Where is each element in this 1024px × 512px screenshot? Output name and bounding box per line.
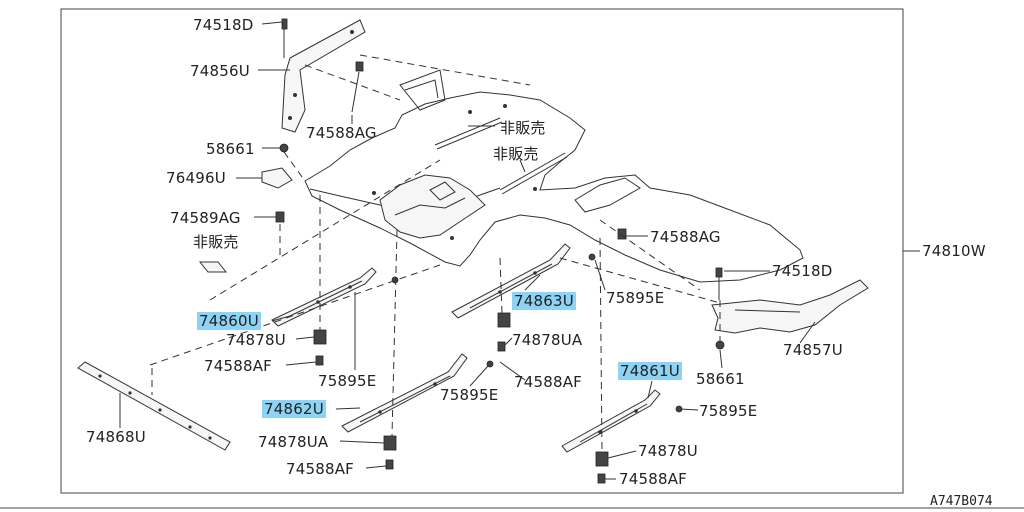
label-74878U-right: 74878U (638, 442, 698, 460)
rail-74861U-drawing (561, 389, 661, 453)
label-74588AF-mid: 74588AF (514, 373, 583, 391)
label-74861U[interactable]: 74861U (618, 362, 682, 380)
label-75895E-right: 75895E (606, 289, 665, 307)
rail-74860U-drawing (271, 267, 377, 327)
label-75895E-mid: 75895E (440, 386, 499, 404)
label-74588AG-right: 74588AG (650, 228, 721, 246)
clip-76496U-drawing (261, 167, 293, 189)
label-74878U-left: 74878U (226, 331, 286, 349)
label-76496U: 76496U (166, 169, 226, 187)
rail-74863U-drawing (451, 243, 571, 319)
patch-drawing (198, 261, 228, 273)
floor-panel-drawing (304, 69, 804, 283)
reference-code: A747B074 (930, 494, 993, 509)
label-74588AG-left: 74588AG (306, 124, 377, 142)
label-58661-left: 58661 (206, 140, 255, 158)
label-not-for-sale-3: 非販売 (193, 233, 239, 251)
panel-74857U-drawing (711, 279, 869, 334)
dashed-guides (149, 54, 721, 453)
strip-74868U-drawing (77, 361, 231, 451)
rail-74862U-drawing (341, 353, 468, 433)
label-74868U: 74868U (86, 428, 146, 446)
leader-lines (119, 21, 920, 480)
cushions-drawing (313, 253, 683, 484)
label-75895E-far: 75895E (699, 402, 758, 420)
label-74878UA-lower: 74878UA (258, 433, 329, 451)
bracket-74856U-drawing (281, 18, 366, 133)
label-74862U[interactable]: 74862U (262, 400, 326, 418)
label-74857U: 74857U (783, 341, 843, 359)
label-74863U[interactable]: 74863U (512, 292, 576, 310)
label-74588AF-lower: 74588AF (286, 460, 355, 478)
label-74588AF-left: 74588AF (204, 357, 273, 375)
label-74518D-right: 74518D (772, 262, 833, 280)
label-not-for-sale-1: 非販売 (500, 119, 546, 137)
label-74878UA-mid: 74878UA (512, 331, 583, 349)
label-74518D-top: 74518D (193, 16, 254, 34)
label-58661-right: 58661 (696, 370, 745, 388)
label-not-for-sale-2: 非販売 (493, 145, 539, 163)
label-74810W: 74810W (922, 242, 986, 260)
label-74588AF-right: 74588AF (619, 470, 688, 488)
label-75895E-left: 75895E (318, 372, 377, 390)
label-74860U[interactable]: 74860U (197, 312, 261, 330)
label-74856U: 74856U (190, 62, 250, 80)
label-74589AG: 74589AG (170, 209, 241, 227)
